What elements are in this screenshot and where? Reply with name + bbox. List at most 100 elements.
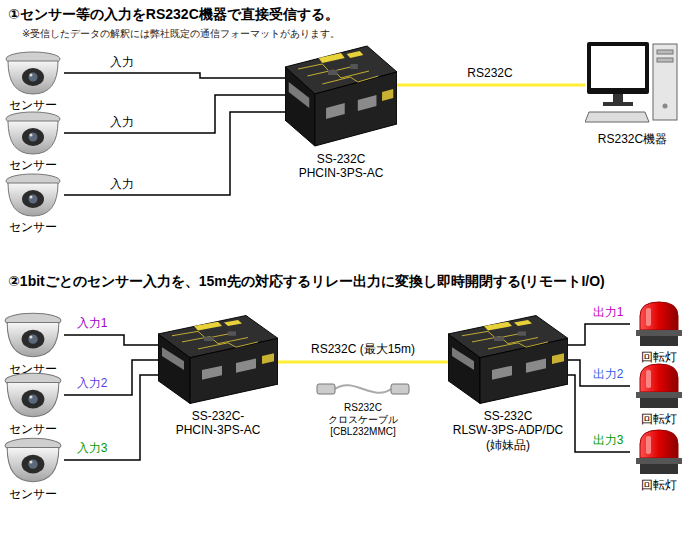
icon-shape [335,385,391,393]
signal-wire [568,324,630,345]
icon-shape [22,128,44,146]
text-word: センサー [9,158,57,172]
text-word: PHCIN-3PS-AC [176,423,261,437]
icon-shape [313,378,413,400]
icon-shape [8,121,58,154]
signal-wire [64,73,285,78]
icon-shape [2,110,64,156]
sensor-illustration [2,370,64,420]
text-word: RS232C機器 [598,132,667,146]
icon-shape [462,331,518,338]
icon-shape [204,337,214,341]
icon-shape [8,183,58,216]
relay-device: SS-232C RLSW-3PS-ADP/DC (姉妹品) [448,312,568,452]
pc-illustration [585,40,680,130]
converter-device: SS-232C- PHCIN-3PS-AC [158,312,278,438]
node-label: センサー [2,158,64,172]
icon-shape [319,53,345,63]
text-word: (姉妹品) [486,438,530,452]
icon-shape [391,384,409,394]
node-label: センサー [2,487,64,501]
icon-shape [494,337,504,341]
device-illustration [158,312,278,407]
icon-shape [347,51,364,58]
signal-wire [64,112,285,195]
icon-shape [448,334,480,403]
sensor-icon: センサー [2,172,64,234]
icon-shape [657,58,673,62]
signal-wire [64,360,158,395]
node-label: センサー [2,422,64,436]
icon-shape [526,359,546,373]
icon-shape [585,40,680,130]
icon-shape [22,68,44,86]
node-label: RS232C機器 [585,132,680,146]
icon-shape [480,338,568,403]
sensor-icon: センサー [2,370,64,436]
icon-shape [640,430,678,458]
icon-shape [28,334,37,343]
text-word: センサー [9,98,57,112]
sensor-illustration [2,310,64,360]
icon-shape [358,95,377,111]
signal-wire [568,360,630,386]
icon-shape [630,300,688,348]
icon-shape [28,459,37,468]
signal-wire [64,95,285,133]
node-label: センサー [2,98,64,112]
text-word: SS-232C- [192,409,245,423]
node-label: SS-232C PHCIN-3PS-AC [285,152,397,181]
icon-shape [613,94,623,102]
icon-shape [636,392,682,398]
converter-device: SS-232C PHCIN-3PS-AC [285,42,397,181]
sensor-illustration [2,172,64,218]
rotating-lamp: 回転灯 [630,362,688,426]
icon-shape [636,330,682,336]
icon-shape [492,366,512,380]
edge-label: 入力 [108,55,136,69]
text-word: 回転灯 [641,350,677,364]
edge-label: 入力1 [75,316,110,330]
icon-shape [630,362,688,410]
icon-shape [285,67,315,146]
signal-wire [568,375,630,452]
icon-shape [317,384,335,394]
edge-label: RS232C (最大15m) [309,342,417,356]
icon-shape [190,338,278,403]
icon-shape [198,342,258,349]
icon-shape [202,366,222,380]
cross-cable: RS232C クロスケーブル [CBL232MMC] [313,378,413,438]
icon-shape [552,353,564,364]
icon-shape [8,61,58,94]
sensor-icon: センサー [2,50,64,112]
icon-shape [448,312,568,407]
text-word: 回転灯 [641,478,677,492]
sensor-illustration [2,50,64,96]
edge-label: 入力 [108,115,136,129]
icon-shape [518,331,526,335]
text-word: センサー [9,220,57,234]
light-illustration [630,428,688,476]
icon-shape [158,334,190,403]
icon-shape [7,448,59,482]
edge-label: RS232C [465,66,514,80]
device-illustration [448,312,568,407]
icon-shape [30,134,33,137]
icon-shape [7,383,59,417]
edge-label: 入力2 [75,376,110,390]
text-word: センサー [9,487,57,501]
sensor-icon: センサー [2,310,64,376]
node-label: センサー [2,220,64,234]
section-heading: ②1bitごとのセンサー入力を、15m先の対応するリレー出力に変換し即時開閉する… [8,273,605,290]
icon-shape [2,310,64,360]
signal-wire [64,335,158,345]
icon-shape [587,42,649,94]
icon-shape [29,461,32,464]
icon-shape [158,312,278,407]
sensor-icon: センサー [2,110,64,172]
text-word: クロスケーブル [328,414,398,425]
text-word: SS-232C [317,152,366,166]
icon-shape [603,102,633,106]
